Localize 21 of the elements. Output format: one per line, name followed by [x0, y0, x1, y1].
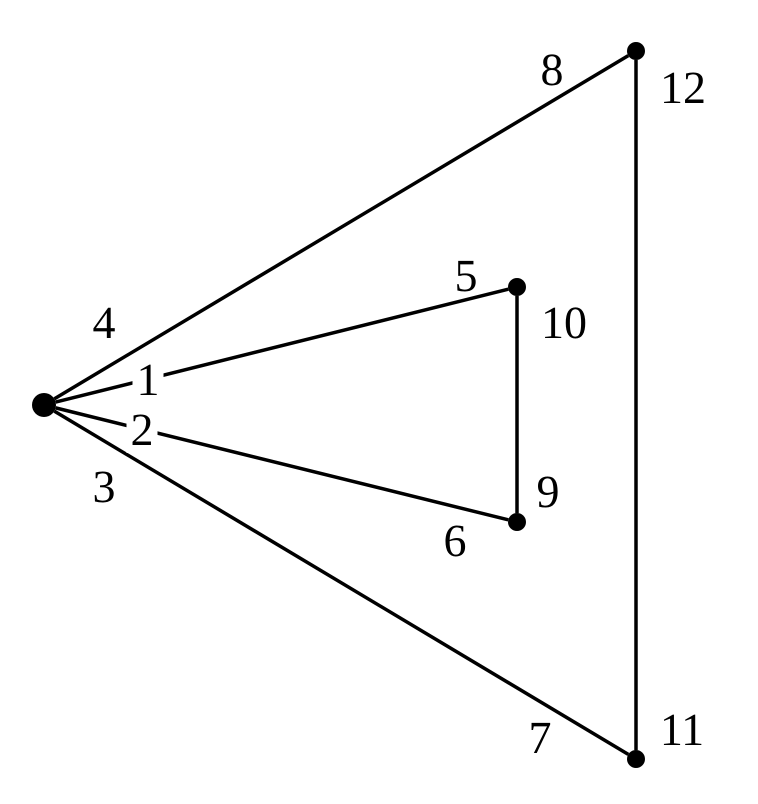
half-edge-number: 10 [541, 300, 587, 346]
half-edge-number: 12 [660, 65, 706, 111]
vertex-dot [627, 42, 645, 60]
half-edge-number: 8 [540, 47, 564, 93]
edge-line [53, 54, 630, 400]
edge-line [55, 287, 509, 404]
vertex-dot [627, 750, 645, 768]
edge-line [55, 406, 509, 522]
vertex-dot [508, 513, 526, 531]
vertex-dot [32, 393, 56, 417]
half-edge-number: 9 [536, 469, 560, 515]
edge-line [634, 60, 638, 750]
half-edge-number: 5 [454, 253, 478, 299]
half-edge-number: 6 [444, 518, 466, 564]
edge-line [53, 410, 630, 756]
vertex-dot [508, 278, 526, 296]
edge-line [515, 296, 519, 513]
half-edge-number: 7 [528, 715, 552, 761]
half-edge-number: 3 [92, 464, 116, 510]
half-edge-number: 4 [92, 300, 116, 346]
half-edge-number: 11 [660, 707, 704, 753]
